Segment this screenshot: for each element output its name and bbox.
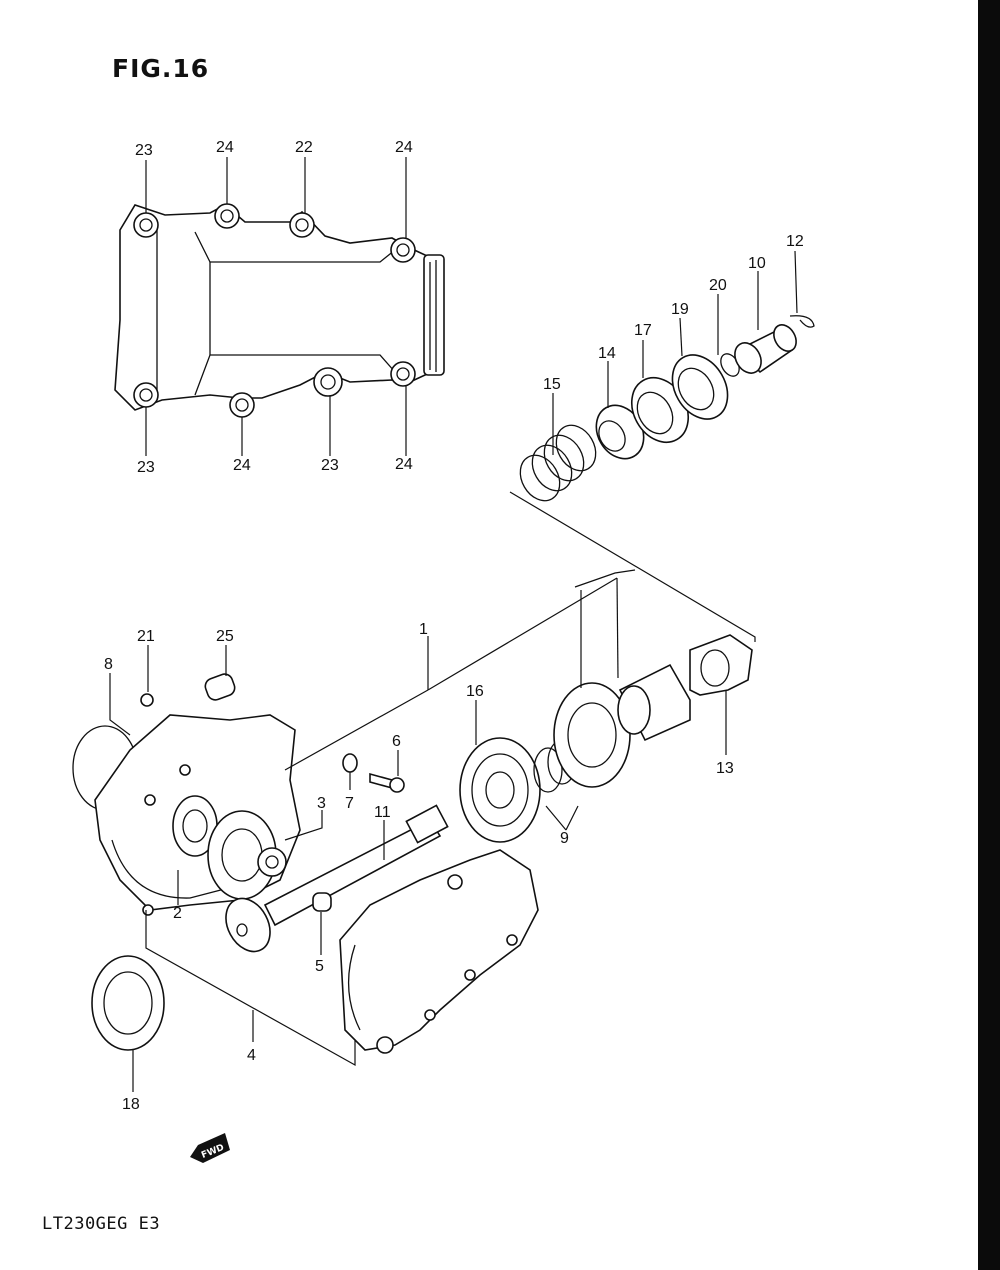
cover-boot-illustration [114, 203, 445, 418]
callout-23: 23 [321, 457, 339, 474]
callout-11: 11 [374, 804, 391, 821]
bolt-washer-illustration [342, 753, 405, 793]
callout-22: 22 [295, 139, 313, 156]
callout-23: 23 [135, 142, 153, 159]
callout-21: 21 [137, 628, 155, 645]
lower-case-illustration [91, 849, 539, 1054]
upper-bearing-stack-illustration [519, 315, 815, 502]
scan-edge-border [978, 0, 1000, 1270]
callout-1: 1 [419, 621, 428, 638]
callout-16: 16 [466, 683, 484, 700]
fwd-arrow-icon: FWD [190, 1133, 230, 1163]
callout-19: 19 [671, 301, 689, 318]
callout-24: 24 [216, 139, 234, 156]
callout-25: 25 [216, 628, 234, 645]
drive-shaft-illustration [225, 804, 449, 953]
callout-24: 24 [233, 457, 251, 474]
callout-3: 3 [317, 795, 326, 812]
callout-9: 9 [560, 830, 569, 847]
figure-title: FIG.16 [112, 54, 210, 83]
callout-4: 4 [247, 1047, 256, 1064]
callout-6: 6 [392, 733, 401, 750]
callout-5: 5 [315, 958, 324, 975]
model-code: LT230GEG E3 [42, 1214, 161, 1234]
callout-8: 8 [104, 656, 113, 673]
gear-housing-illustration [72, 673, 301, 916]
callout-23: 23 [137, 459, 155, 476]
callout-labels: 23 24 22 24 23 24 23 24 12 10 20 19 17 1… [104, 139, 804, 1113]
callout-13: 13 [716, 760, 734, 777]
leader-lines [109, 157, 798, 1092]
callout-7: 7 [345, 795, 354, 812]
callout-24: 24 [395, 456, 413, 473]
callout-18: 18 [122, 1096, 140, 1113]
middle-bearing-assembly-illustration [459, 634, 753, 843]
callout-15: 15 [543, 376, 561, 393]
callout-17: 17 [634, 322, 652, 339]
callout-20: 20 [709, 277, 727, 294]
callout-24: 24 [395, 139, 413, 156]
callout-14: 14 [598, 345, 616, 362]
callout-12: 12 [786, 233, 804, 250]
callout-10: 10 [748, 255, 766, 272]
callout-2: 2 [173, 905, 182, 922]
